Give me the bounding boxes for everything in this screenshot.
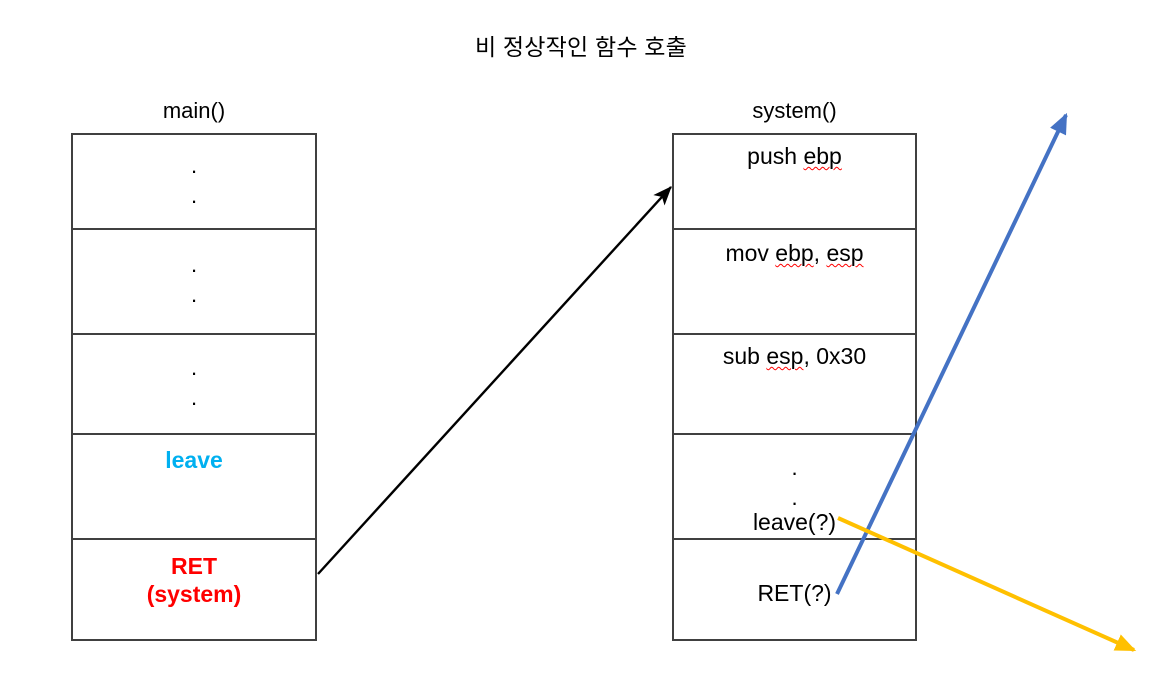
page-title: 비 정상작인 함수 호출 [474, 34, 687, 60]
right-row-leave-unknown-dots: .. [791, 455, 798, 510]
left-row-dots-3: .. [73, 335, 315, 435]
left-row-dots-3-dots: .. [190, 355, 198, 410]
right-row-leave-unknown-label: leave(?) [752, 509, 837, 535]
misspelled-esp: esp [766, 343, 804, 369]
left-row-ret: RET(system) [73, 540, 315, 639]
right-row-mov-ebp-esp: mov ebp, esp [674, 230, 915, 335]
left-row-ret-label: RET(system) [146, 553, 242, 607]
right-row-push-ebp-label: push ebp [747, 143, 842, 169]
left-row-leave-label: leave [165, 447, 223, 473]
right-row-sub-esp-label: sub esp, 0x30 [722, 343, 867, 369]
left-row-dots-1: .. [73, 135, 315, 230]
call-arrow [317, 186, 672, 575]
right-row-mov-ebp-esp-label: mov ebp, esp [725, 240, 864, 266]
left-row-dots-1-dots: .. [190, 153, 198, 208]
left-row-dots-2-dots: .. [190, 252, 198, 307]
left-row-leave: leave [73, 435, 315, 540]
left-row-dots-2: .. [73, 230, 315, 335]
right-row-leave-unknown: .. leave(?) [674, 435, 915, 540]
right-row-push-ebp: push ebp [674, 135, 915, 230]
right-row-ret-unknown: RET(?) [674, 540, 915, 639]
left-stack-caption: main() [162, 98, 226, 123]
misspelled-ebp: ebp [803, 143, 842, 169]
right-row-sub-esp: sub esp, 0x30 [674, 335, 915, 435]
right-row-ret-unknown-label: RET(?) [757, 580, 832, 606]
misspelled-esp: esp [826, 240, 864, 266]
misspelled-ebp: ebp [775, 240, 814, 266]
right-stack-caption: system() [752, 98, 837, 123]
left-stack-main: .. .. .. leave RET(system) [71, 133, 317, 641]
right-stack-system: push ebp mov ebp, esp sub esp, 0x30 .. l… [672, 133, 917, 641]
